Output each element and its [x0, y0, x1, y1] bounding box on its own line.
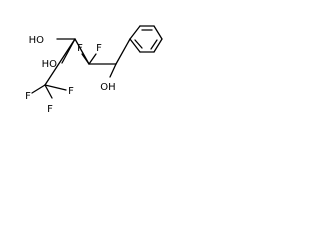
fluorine-label: F: [77, 43, 83, 54]
ring-bond: [129, 25, 141, 40]
ring-double-bond: [150, 39, 158, 50]
hydroxyl-label: HO: [42, 59, 58, 70]
fluorine-label: F: [96, 43, 102, 54]
molecule-canvas: HO HO F F F F F OH: [0, 0, 173, 129]
ring-bond: [153, 25, 163, 40]
bonds: [31, 25, 163, 99]
c-f-bond: [88, 53, 97, 65]
chain-bond: [115, 38, 131, 65]
atom-labels: HO HO F F F F F OH: [25, 35, 116, 115]
fluorine-label: F: [25, 91, 31, 102]
hydroxyl-label: OH: [100, 82, 115, 93]
chain-bond: [44, 38, 76, 86]
ring-bond: [129, 38, 141, 53]
structure-diagram: HO HO F F F F F OH: [25, 25, 163, 115]
c-o-bond: [109, 63, 117, 78]
c-f-bond: [81, 53, 90, 65]
fluorine-label: F: [68, 86, 74, 97]
c-f-bond: [31, 84, 46, 94]
c-f-bond: [44, 84, 67, 91]
hydroxyl-label: HO: [29, 35, 45, 46]
fluorine-label: F: [47, 104, 53, 115]
c-f-bond: [44, 84, 53, 99]
ring-bond: [153, 38, 163, 53]
ring-double-bond: [134, 39, 143, 49]
